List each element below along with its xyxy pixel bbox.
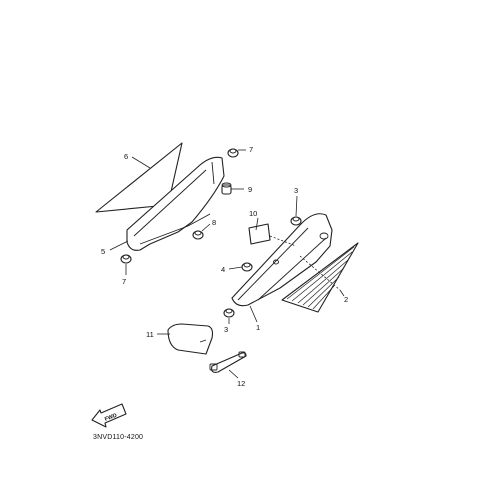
callout-labels: 6 7 9 8 5 7 10 3 4 2 3 1 11 12 (101, 145, 348, 388)
callout-6: 6 (124, 152, 128, 161)
fwd-label: FWD (104, 413, 118, 423)
part-12-band (209, 351, 247, 373)
part-6-emblem (95, 142, 183, 213)
callout-5: 5 (101, 247, 105, 256)
part-1-right-side-cover (231, 213, 333, 307)
callout-3-lower: 3 (224, 325, 228, 334)
callout-3-upper: 3 (294, 186, 298, 195)
part-8-grommet (192, 230, 204, 240)
part-7-grommet-lower (120, 254, 132, 264)
part-3-grommet-upper (290, 216, 302, 226)
part-10-label-plate (248, 223, 271, 245)
part-4-grommet (241, 262, 253, 272)
callout-7-upper: 7 (249, 145, 253, 154)
callout-10: 10 (249, 209, 257, 218)
part-2-emblem (281, 242, 359, 313)
callout-4: 4 (221, 265, 225, 274)
part-5-left-side-cover (126, 156, 225, 251)
part-3-grommet-lower (223, 308, 235, 318)
callout-11: 11 (146, 330, 154, 339)
callout-12: 12 (237, 379, 245, 388)
part-7-grommet-upper (227, 148, 239, 158)
fwd-arrow-icon: FWD (91, 403, 127, 428)
part-9-grommet (221, 182, 232, 195)
callout-9: 9 (248, 185, 252, 194)
callout-7-lower: 7 (122, 277, 126, 286)
drawing-code: 3NVD110-4200 (93, 434, 143, 441)
callout-2: 2 (344, 295, 348, 304)
callout-1: 1 (256, 323, 260, 332)
callout-8: 8 (212, 218, 216, 227)
part-11-cover-plate (167, 323, 214, 355)
leader-lines (109, 149, 345, 379)
